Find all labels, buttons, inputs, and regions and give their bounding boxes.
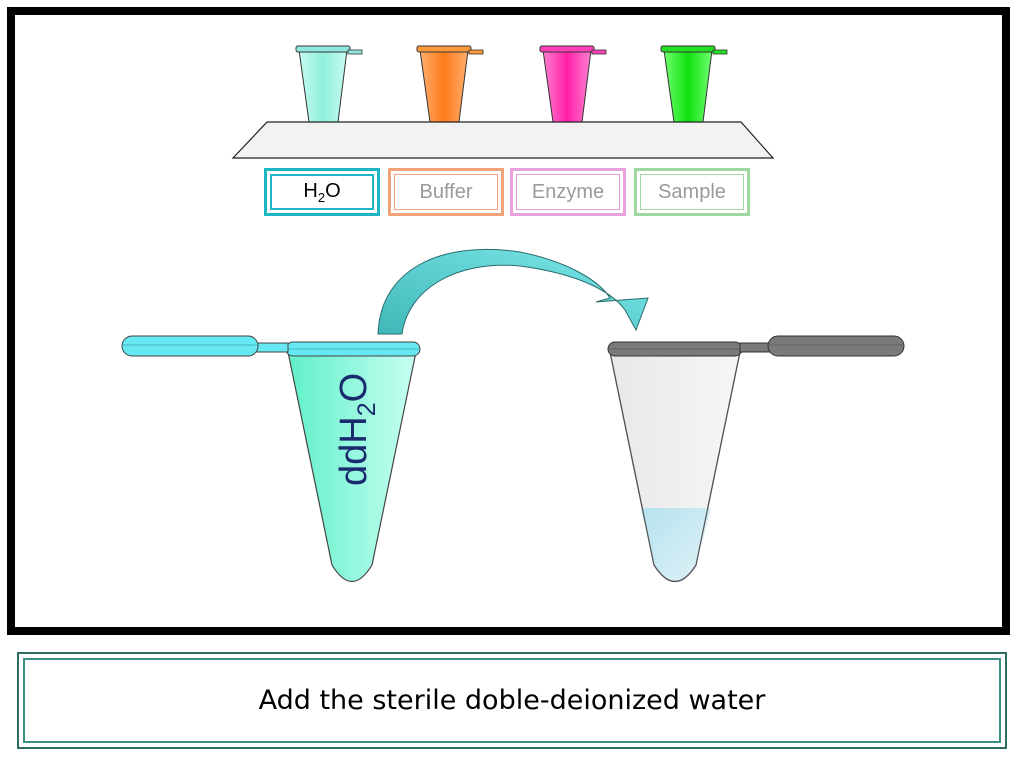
source-tube: ddH2O — [121, 335, 421, 582]
target-tube-liquid — [641, 508, 711, 581]
h2o-subscript: 2 — [317, 189, 326, 205]
source-tube-label: ddH2O — [333, 373, 381, 486]
transfer-arrow — [377, 248, 649, 335]
rack-tube-enzyme — [539, 45, 607, 123]
tube-rack — [231, 121, 775, 159]
ddh-o-text: O — [333, 373, 375, 403]
caption-text: Add the sterile doble-deionized water — [258, 685, 766, 716]
h2o-h: H — [303, 179, 318, 202]
label-buffer-text: Buffer — [419, 180, 473, 203]
label-h2o-text: H2O — [303, 180, 340, 205]
label-h2o: H2O — [264, 168, 380, 216]
rack-tube-sample — [660, 45, 728, 123]
ddh-text: ddH — [333, 416, 375, 486]
ddh-subscript: 2 — [353, 402, 381, 416]
label-buffer: Buffer — [388, 168, 504, 216]
h2o-o: O — [325, 179, 341, 202]
caption-box: Add the sterile doble-deionized water — [17, 652, 1007, 749]
panel-frame — [7, 7, 1010, 635]
label-sample-text: Sample — [658, 180, 726, 203]
label-sample: Sample — [634, 168, 750, 216]
label-enzyme-text: Enzyme — [531, 180, 605, 203]
rack-tube-h2o — [295, 45, 363, 123]
label-enzyme: Enzyme — [510, 168, 626, 216]
target-tube — [607, 335, 905, 582]
